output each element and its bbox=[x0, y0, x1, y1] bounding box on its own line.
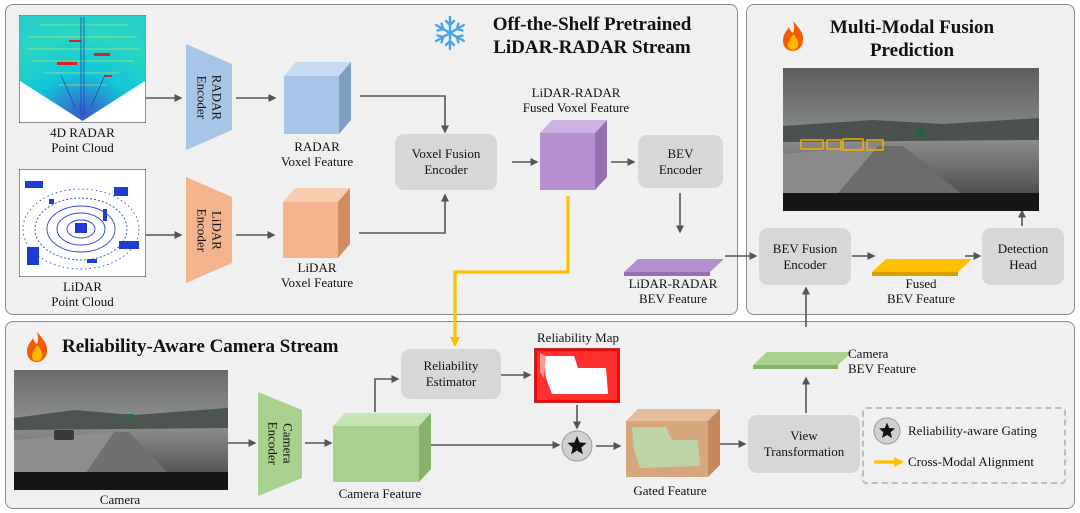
reliability-map-label: Reliability Map bbox=[537, 330, 619, 345]
camera-bev-plane-edge bbox=[753, 365, 838, 369]
fused-bev-feature-label: Fused BEV Feature bbox=[887, 276, 955, 307]
legend-gating-label: Reliability-aware Gating bbox=[908, 423, 1037, 438]
lidar-point-cloud-image bbox=[19, 169, 146, 277]
legend-star-icon bbox=[873, 417, 901, 445]
bev-fusion-encoder-box: BEV Fusion Encoder bbox=[759, 228, 851, 285]
voxel-fusion-encoder-label: Voxel Fusion Encoder bbox=[411, 146, 481, 177]
radar-input-label: 4D RADAR Point Cloud bbox=[50, 125, 115, 156]
fusion-title-line2: Prediction bbox=[869, 39, 955, 61]
lidar-radar-title-line1: Off-the-Shelf Pretrained bbox=[492, 14, 692, 35]
radar-voxel-cube bbox=[284, 62, 351, 134]
snowflake-icon bbox=[434, 15, 466, 51]
bev-encoder-label: BEV Encoder bbox=[658, 145, 703, 177]
fused-voxel-feature-label: LiDAR-RADAR Fused Voxel Feature bbox=[522, 85, 630, 116]
lidar-encoder-shape bbox=[186, 177, 232, 283]
fusion-prediction-title: Multi-Modal Fusion Prediction bbox=[812, 17, 1012, 63]
lidar-radar-bev-plane-edge bbox=[624, 272, 710, 276]
bev-fusion-encoder-label: BEV Fusion Encoder bbox=[772, 240, 838, 272]
fused-bev-plane bbox=[872, 259, 972, 272]
camera-stream-title: Reliability-Aware Camera Stream bbox=[62, 336, 339, 357]
fire-icon-fusion bbox=[783, 21, 804, 51]
lidar-radar-bev-plane bbox=[624, 259, 724, 272]
lidar-radar-stream-title: Off-the-Shelf Pretrained LiDAR-RADAR Str… bbox=[472, 14, 712, 60]
reliability-estimator-label: Reliability Estimator bbox=[423, 358, 479, 389]
gated-feature-label: Gated Feature bbox=[633, 483, 707, 498]
lidar-voxel-cube bbox=[283, 188, 350, 258]
fire-icon-camera bbox=[27, 332, 48, 362]
bev-encoder-box: BEV Encoder bbox=[638, 135, 723, 188]
gating-star-icon bbox=[561, 430, 593, 462]
fused-voxel-cube bbox=[540, 120, 607, 190]
detection-head-box: Detection Head bbox=[982, 228, 1064, 285]
camera-bev-feature-label: Camera BEV Feature bbox=[848, 346, 916, 377]
camera-input-label: Camera bbox=[99, 492, 141, 507]
lidar-voxel-feature-label: LiDAR Voxel Feature bbox=[280, 260, 354, 291]
camera-encoder-shape bbox=[258, 392, 302, 496]
fused-bev-plane-edge bbox=[872, 272, 958, 276]
radar-encoder-label: RADAR Encoder bbox=[194, 74, 225, 121]
camera-feature-cube bbox=[333, 413, 431, 482]
view-transformation-label: View Transformation bbox=[763, 428, 845, 459]
radar-voxel-feature-label: RADAR Voxel Feature bbox=[280, 139, 354, 170]
radar-point-cloud-image bbox=[19, 15, 146, 123]
fusion-title-line1: Multi-Modal Fusion bbox=[829, 17, 995, 38]
radar-encoder-shape bbox=[186, 44, 232, 150]
reliability-estimator-box: Reliability Estimator bbox=[401, 349, 501, 399]
lidar-encoder-label: LiDAR Encoder bbox=[194, 208, 225, 252]
legend-box bbox=[862, 407, 1066, 484]
gated-feature-cube bbox=[626, 409, 720, 477]
lidar-radar-bev-feature-label: LiDAR-RADAR BEV Feature bbox=[628, 276, 718, 307]
prediction-image bbox=[783, 68, 1039, 211]
detection-head-label: Detection Head bbox=[997, 240, 1049, 272]
view-transformation-box: View Transformation bbox=[748, 415, 860, 473]
camera-image bbox=[14, 370, 228, 490]
camera-bev-plane bbox=[753, 352, 852, 365]
legend-alignment-label: Cross-Modal Alignment bbox=[908, 454, 1035, 469]
camera-encoder-label: Camera Encoder bbox=[265, 421, 296, 465]
lidar-radar-title-line2: LiDAR-RADAR Stream bbox=[493, 36, 691, 58]
reliability-map-image bbox=[534, 348, 620, 403]
lidar-input-label: LiDAR Point Cloud bbox=[51, 279, 114, 310]
voxel-fusion-encoder-box: Voxel Fusion Encoder bbox=[395, 134, 497, 190]
camera-feature-label: Camera Feature bbox=[338, 486, 422, 501]
